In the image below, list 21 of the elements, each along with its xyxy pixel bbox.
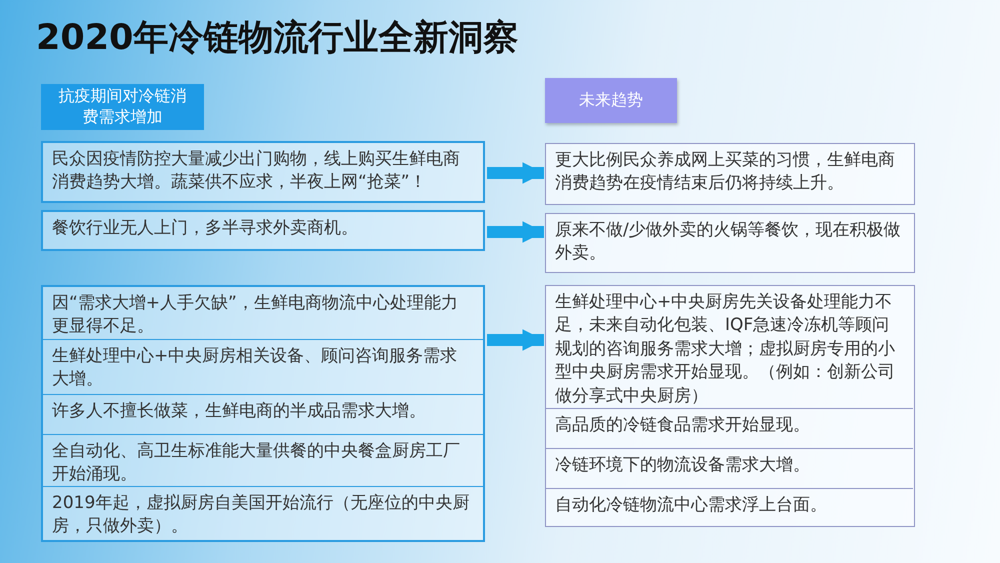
list-box bbox=[545, 285, 915, 527]
list-row: 高品质的冷链食品需求开始显现。 bbox=[546, 409, 913, 449]
list-row: 因“需求大增+人手欠缺”，生鲜电商物流中心处理能力更显得不足。 bbox=[43, 287, 483, 340]
text-box: 民众因疫情防控大量减少出门购物，线上购买生鲜电商消费趋势大增。蔬菜供不应求，半夜上网“抢菜”！ bbox=[41, 141, 485, 203]
list-row: 冷链环境下的物流设备需求大增。 bbox=[546, 449, 913, 489]
arrow bbox=[487, 221, 544, 243]
header-tab: 未来趋势 bbox=[545, 78, 677, 123]
text-box: 餐饮行业无人上门，多半寻求外卖商机。 bbox=[41, 210, 485, 251]
arrow bbox=[487, 162, 544, 184]
list-row: 许多人不擅长做菜，生鲜电商的半成品需求大增。 bbox=[43, 395, 483, 435]
list-row: 全自动化、高卫生标准能大量供餐的中央餐盒厨房工厂开始涌现。 bbox=[43, 435, 483, 487]
list-box bbox=[41, 285, 485, 542]
list-row: 2019年起，虚拟厨房自美国开始流行（无座位的中央厨房，只做外卖）。 bbox=[43, 487, 483, 540]
list-row: 生鲜处理中心+中央厨房先关设备处理能力不足，未来自动化包装、IQF急速冷冻机等顾问规划的咨询服务需求大增；虚拟厨房专用的小型中央厨房需求开始显现。（例如：创新公司做分享式中央厨房） bbox=[546, 286, 913, 409]
list-row: 自动化冷链物流中心需求浮上台面。 bbox=[546, 489, 913, 525]
text-box: 更大比例民众养成网上买菜的习惯，生鲜电商消费趋势在疫情结束后仍将持续上升。 bbox=[545, 143, 915, 205]
title: 2020年冷链物流行业全新洞察 bbox=[36, 17, 518, 60]
header-tab: 抗疫期间对冷链消费需求增加 bbox=[41, 84, 204, 130]
arrow bbox=[487, 329, 544, 351]
text-box: 原来不做/少做外卖的火锅等餐饮，现在积极做外卖。 bbox=[545, 213, 915, 273]
list-row: 生鲜处理中心+中央厨房相关设备、顾问咨询服务需求大增。 bbox=[43, 340, 483, 395]
